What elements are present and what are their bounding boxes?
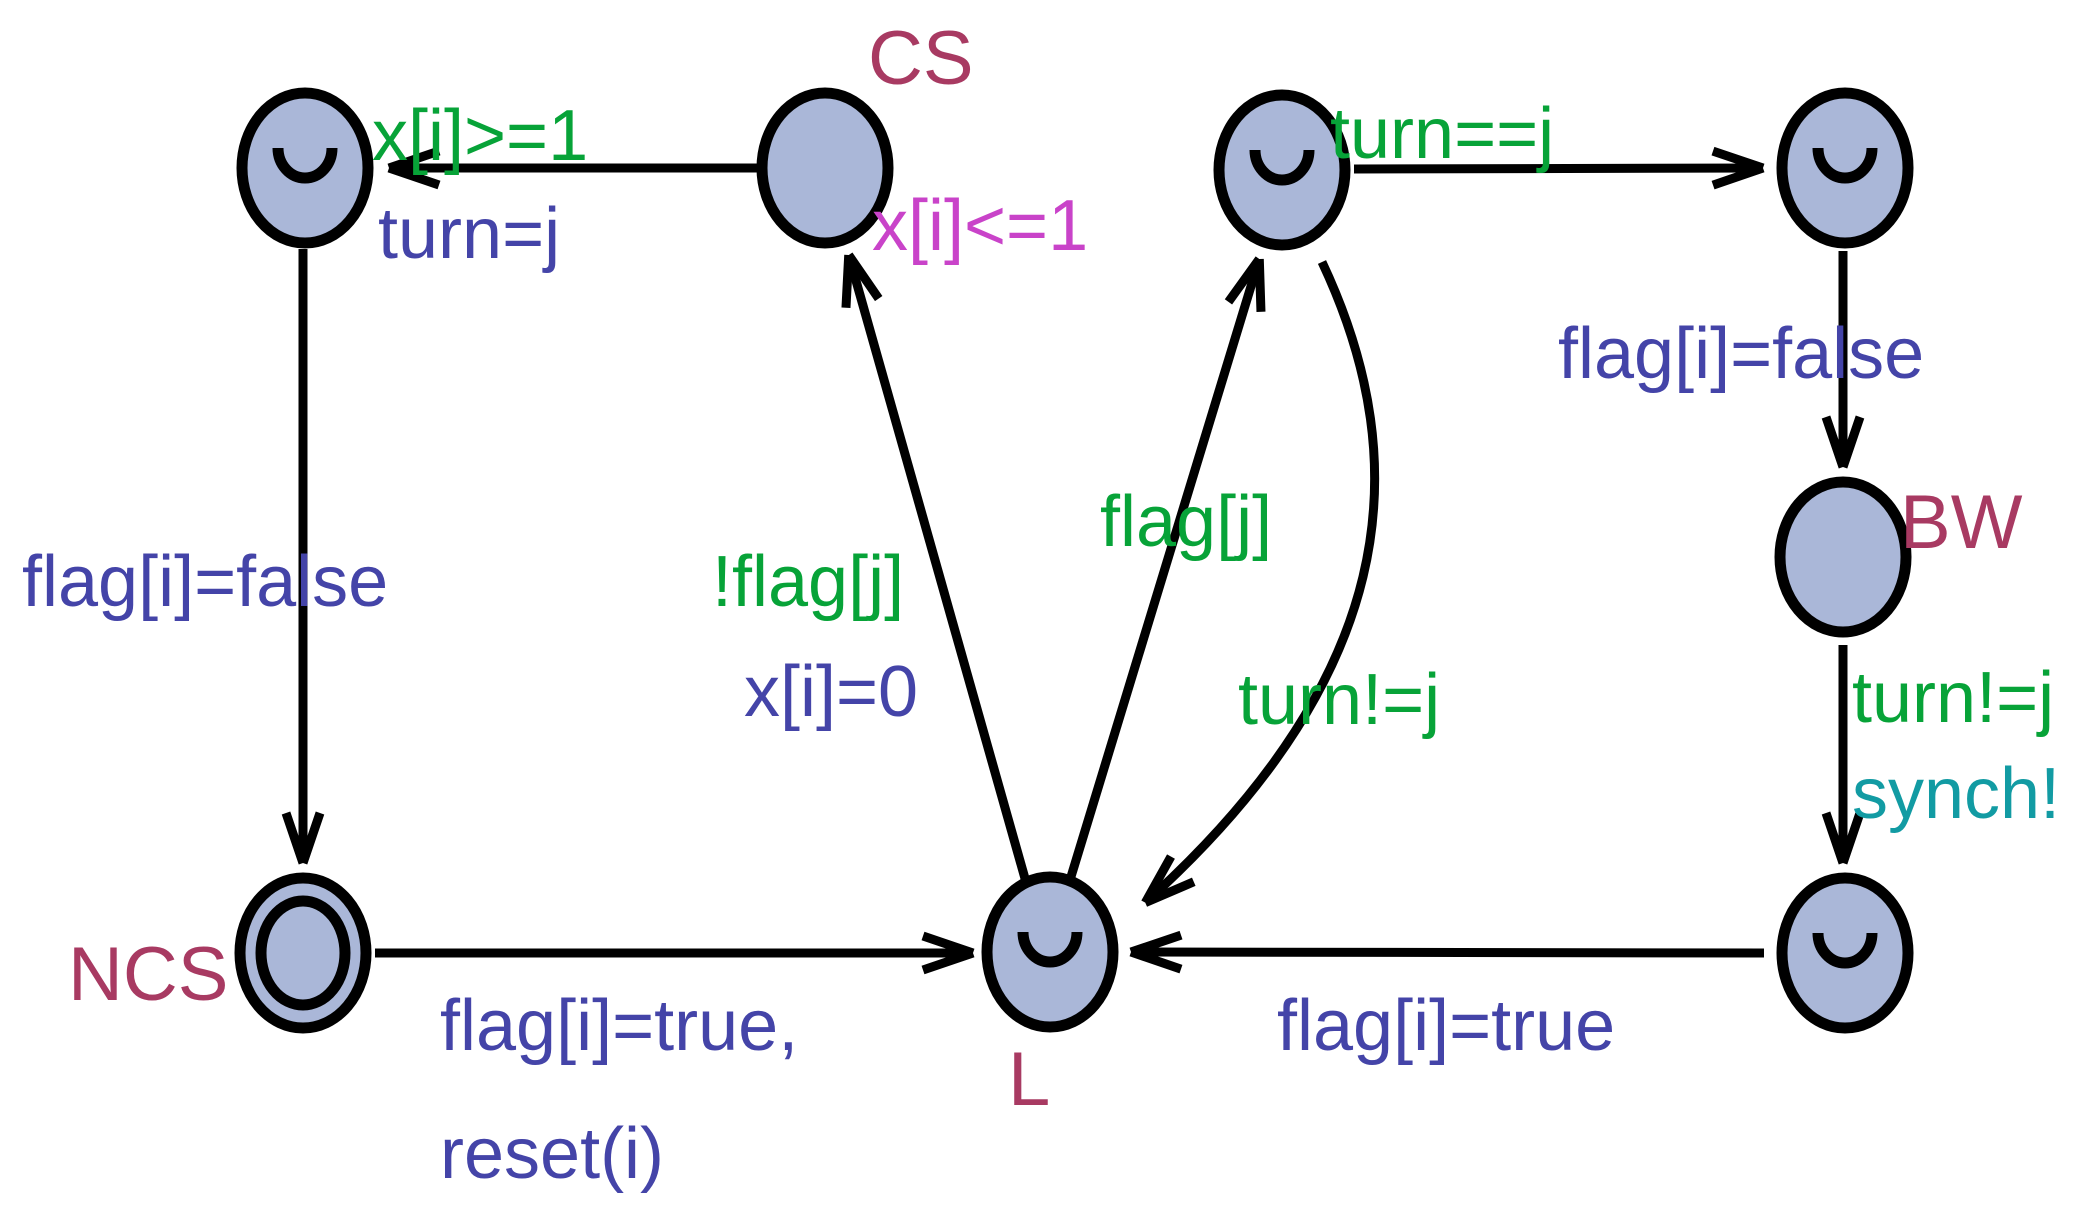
urgent-u-icon (1812, 147, 1878, 184)
urgent-u-icon (1812, 932, 1878, 969)
edge-upper-mid-to-l-curved[interactable] (1141, 260, 1380, 907)
location-circle[interactable] (1774, 476, 1912, 638)
guard-not-flag-j: !flag[j] (712, 542, 904, 622)
location-circle[interactable] (1776, 87, 1914, 249)
update-reset-i: reset(i) (440, 1114, 664, 1194)
urgent-u-icon (1249, 149, 1315, 186)
location-name-l: L (1008, 1037, 1050, 1122)
location-upper-left-wait[interactable] (236, 87, 374, 249)
location-bw[interactable] (1774, 476, 1912, 638)
update-flag-false-right: flag[i]=false (1558, 314, 1924, 394)
initial-inner-circle-icon (255, 895, 351, 1011)
update-turn-j: turn=j (378, 194, 560, 274)
location-cs[interactable] (756, 87, 894, 249)
edge-lower-right-to-l[interactable] (1129, 930, 1765, 974)
location-circle[interactable] (981, 871, 1119, 1033)
edge-upper-mid-to-upper-right[interactable] (1353, 146, 1765, 190)
location-l[interactable] (981, 871, 1119, 1033)
location-circle[interactable] (236, 87, 374, 249)
guard-turn-ne-j-mid: turn!=j (1238, 660, 1440, 740)
location-name-cs: CS (868, 16, 974, 101)
location-name-ncs: NCS (68, 932, 228, 1017)
edges-layer (281, 146, 1865, 975)
edge-l-to-cs[interactable] (841, 252, 1031, 884)
location-circle[interactable] (1213, 89, 1351, 251)
edge-l-to-upper-mid[interactable] (1065, 256, 1266, 882)
sync-synch: synch! (1852, 754, 2060, 834)
location-ncs[interactable] (234, 872, 372, 1034)
location-upper-right-wait[interactable] (1776, 87, 1914, 249)
update-flag-false-left: flag[i]=false (22, 542, 388, 622)
nodes-layer (234, 87, 1914, 1034)
guard-x-ge-1: x[i]>=1 (372, 96, 588, 176)
location-lower-right-wait[interactable] (1776, 872, 1914, 1034)
update-flag-true-comma: flag[i]=true, (440, 986, 798, 1066)
update-x-0: x[i]=0 (744, 652, 918, 732)
urgent-u-icon (272, 147, 338, 184)
update-flag-true-right: flag[i]=true (1277, 986, 1615, 1066)
location-name-bw: BW (1900, 480, 2023, 565)
labels-layer: x[i]>=1 turn=j CS x[i]<=1 turn==j flag[i]=fal… (22, 16, 2060, 1194)
guard-flag-j: flag[j] (1100, 482, 1272, 562)
guard-turn-ne-j-right: turn!=j (1852, 658, 2054, 738)
location-upper-mid-wait[interactable] (1213, 89, 1351, 251)
location-circle[interactable] (756, 87, 894, 249)
invariant-x-le-1: x[i]<=1 (872, 186, 1088, 266)
urgent-u-icon (1017, 931, 1083, 968)
guard-turn-eq-j: turn==j (1330, 94, 1554, 174)
location-circle[interactable] (1776, 872, 1914, 1034)
